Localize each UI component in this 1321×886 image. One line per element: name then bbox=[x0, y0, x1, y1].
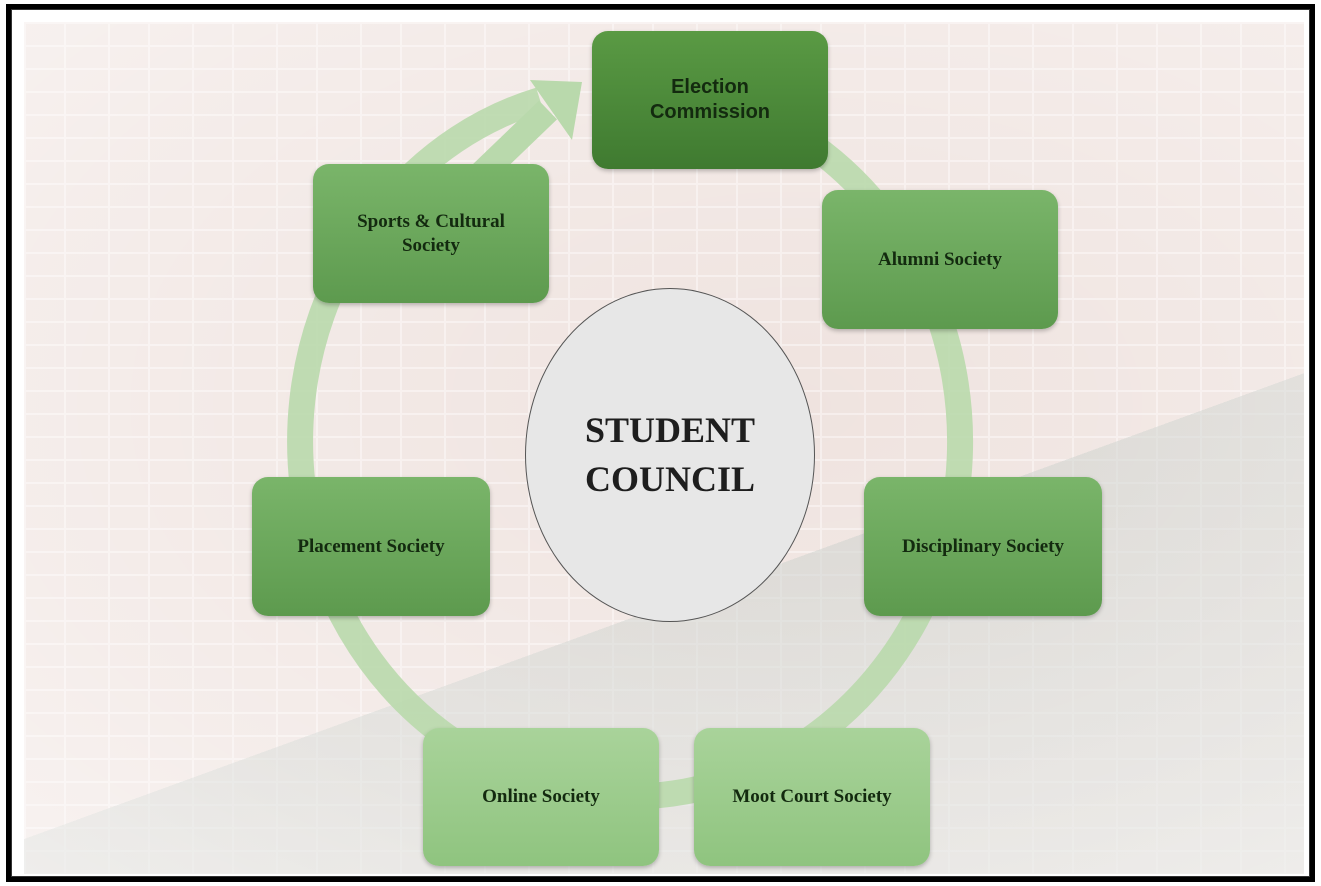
node-disciplinary-society: Disciplinary Society bbox=[864, 477, 1102, 616]
node-label: Society bbox=[401, 234, 461, 256]
node-label: Sports & Cultural bbox=[357, 210, 505, 232]
node-sports-cultural-society: Sports & Cultural Society bbox=[313, 164, 549, 303]
node-label: Alumni Society bbox=[877, 248, 1003, 270]
center-label: COUNCIL bbox=[584, 459, 755, 499]
node-label: Commission bbox=[649, 101, 771, 123]
node-placement-society: Placement Society bbox=[252, 477, 490, 616]
center-student-council: STUDENT COUNCIL bbox=[525, 288, 815, 622]
node-label: Moot Court Society bbox=[732, 786, 892, 808]
center-label: STUDENT bbox=[584, 410, 756, 451]
node-alumni-society: Alumni Society bbox=[822, 190, 1058, 329]
node-election-commission: Election Commission bbox=[592, 31, 828, 169]
node-label: Disciplinary Society bbox=[901, 535, 1065, 557]
node-label: Placement Society bbox=[297, 535, 445, 557]
node-online-society: Online Society bbox=[423, 728, 659, 866]
node-moot-court-society: Moot Court Society bbox=[694, 728, 930, 866]
node-label: Online Society bbox=[482, 786, 600, 808]
node-label: Election bbox=[671, 76, 749, 98]
